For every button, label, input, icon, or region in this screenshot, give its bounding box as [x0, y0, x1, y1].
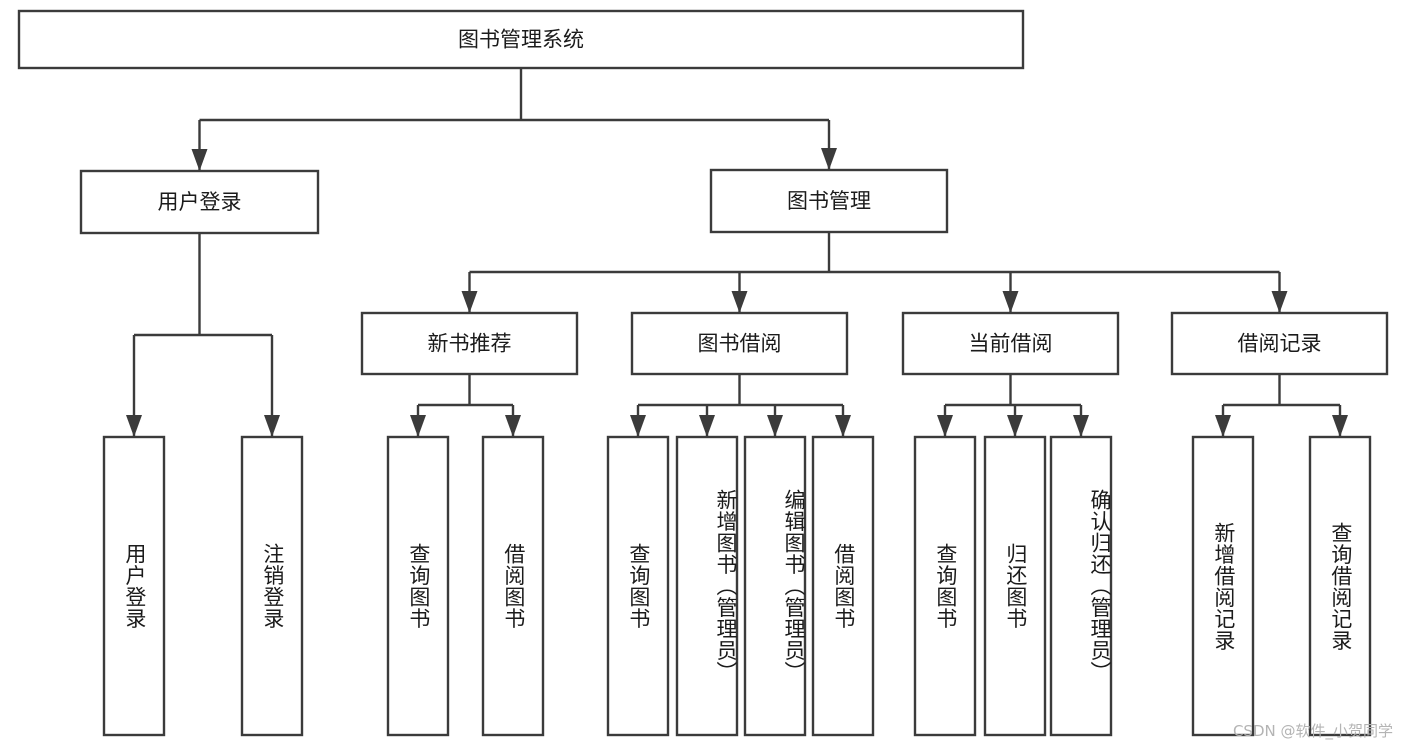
- node-user-logout-leaf[interactable]: 注销登录: [240, 435, 304, 737]
- node-label-cb-confirm: 确认归还（管理员）: [1088, 489, 1112, 683]
- arrow-head-icon: [410, 415, 426, 437]
- node-box-new-book-rec: [360, 311, 579, 376]
- node-label-wrap-user-login-leaf: 用户登录: [122, 543, 147, 629]
- arrow-head-icon: [1271, 291, 1288, 313]
- node-label-new-book-rec: 新书推荐: [428, 332, 512, 356]
- node-label-wrap-bb-edit: 编辑图书（管理员）: [782, 489, 806, 683]
- node-label-wrap-bb-query: 查询图书: [626, 543, 651, 629]
- node-box-book-management: [709, 168, 949, 234]
- node-label-user-login-leaf: 用户登录: [122, 543, 147, 629]
- node-label-borrow-record: 借阅记录: [1238, 332, 1322, 356]
- node-current-borrow[interactable]: 当前借阅: [901, 311, 1120, 376]
- node-br-query[interactable]: 查询借阅记录: [1308, 435, 1372, 737]
- node-box-nbr-borrow: [481, 435, 545, 737]
- node-label-br-add: 新增借阅记录: [1211, 521, 1236, 651]
- arrow-head-icon: [126, 415, 142, 437]
- node-label-wrap-nbr-borrow: 借阅图书: [501, 543, 526, 629]
- arrow-head-icon: [1007, 415, 1023, 437]
- node-label-wrap-br-query: 查询借阅记录: [1328, 521, 1353, 651]
- node-label-user-login: 用户登录: [158, 190, 242, 214]
- node-user-login[interactable]: 用户登录: [79, 169, 320, 235]
- arrow-head-icon: [699, 415, 715, 437]
- arrow-head-icon: [630, 415, 646, 437]
- node-box-cb-query: [913, 435, 977, 737]
- edges-layer: [126, 68, 1348, 437]
- node-br-add[interactable]: 新增借阅记录: [1191, 435, 1255, 737]
- node-label-bb-query: 查询图书: [626, 543, 651, 629]
- arrow-head-icon: [767, 415, 783, 437]
- node-label-nbr-borrow: 借阅图书: [501, 543, 526, 629]
- node-root[interactable]: 图书管理系统: [17, 9, 1025, 70]
- arrow-head-icon: [505, 415, 521, 437]
- node-label-wrap-cb-query: 查询图书: [933, 543, 958, 629]
- node-label-br-query: 查询借阅记录: [1328, 521, 1353, 651]
- arrow-head-icon: [1002, 291, 1019, 313]
- node-label-wrap-cb-return: 归还图书: [1003, 543, 1028, 629]
- node-label-wrap-bb-borrow: 借阅图书: [831, 543, 856, 629]
- node-label-bb-borrow: 借阅图书: [831, 543, 856, 629]
- arrow-head-icon: [1073, 415, 1089, 437]
- node-label-current-borrow: 当前借阅: [969, 332, 1053, 356]
- arrow-head-icon: [461, 291, 478, 313]
- node-book-management[interactable]: 图书管理: [709, 168, 949, 234]
- node-box-user-logout-leaf: [240, 435, 304, 737]
- node-bb-borrow[interactable]: 借阅图书: [811, 435, 875, 737]
- arrow-head-icon: [1215, 415, 1231, 437]
- node-cb-return[interactable]: 归还图书: [983, 435, 1047, 737]
- arrow-head-icon: [937, 415, 953, 437]
- node-box-nbr-query: [386, 435, 450, 737]
- node-label-user-logout-leaf: 注销登录: [260, 543, 285, 629]
- node-label-cb-return: 归还图书: [1003, 543, 1028, 629]
- node-book-borrow[interactable]: 图书借阅: [630, 311, 849, 376]
- node-new-book-rec[interactable]: 新书推荐: [360, 311, 579, 376]
- arrow-head-icon: [191, 149, 208, 171]
- node-cb-query[interactable]: 查询图书: [913, 435, 977, 737]
- arrow-head-icon: [1332, 415, 1348, 437]
- node-label-book-management: 图书管理: [787, 189, 871, 213]
- node-nbr-query[interactable]: 查询图书: [386, 435, 450, 737]
- node-box-br-query: [1308, 435, 1372, 737]
- node-box-bb-edit: [743, 435, 807, 737]
- node-box-root: [17, 9, 1025, 70]
- node-box-book-borrow: [630, 311, 849, 376]
- node-bb-query[interactable]: 查询图书: [606, 435, 670, 737]
- node-box-br-add: [1191, 435, 1255, 737]
- node-box-user-login: [79, 169, 320, 235]
- node-label-cb-query: 查询图书: [933, 543, 958, 629]
- arrow-head-icon: [821, 148, 837, 170]
- arrow-head-icon: [731, 291, 748, 313]
- node-box-cb-return: [983, 435, 1047, 737]
- arrow-head-icon: [264, 415, 280, 437]
- node-box-bb-query: [606, 435, 670, 737]
- node-box-user-login-leaf: [102, 435, 166, 737]
- arrow-head-icon: [835, 415, 851, 437]
- node-borrow-record[interactable]: 借阅记录: [1170, 311, 1389, 376]
- node-box-borrow-record: [1170, 311, 1389, 376]
- node-cb-confirm[interactable]: 确认归还（管理员）: [1049, 435, 1113, 737]
- node-nbr-borrow[interactable]: 借阅图书: [481, 435, 545, 737]
- node-bb-edit[interactable]: 编辑图书（管理员）: [743, 435, 807, 737]
- node-label-nbr-query: 查询图书: [406, 543, 431, 629]
- node-label-wrap-user-logout-leaf: 注销登录: [260, 543, 285, 629]
- node-label-bb-add: 新增图书（管理员）: [714, 489, 738, 683]
- node-label-wrap-bb-add: 新增图书（管理员）: [714, 489, 738, 683]
- nodes-layer: 图书管理系统用户登录图书管理新书推荐图书借阅当前借阅借阅记录用户登录注销登录查询…: [17, 9, 1389, 737]
- node-box-cb-confirm: [1049, 435, 1113, 737]
- node-label-bb-edit: 编辑图书（管理员）: [782, 489, 806, 683]
- node-box-current-borrow: [901, 311, 1120, 376]
- node-label-root: 图书管理系统: [458, 28, 584, 52]
- node-box-bb-add: [675, 435, 739, 737]
- node-label-wrap-br-add: 新增借阅记录: [1211, 521, 1236, 651]
- node-user-login-leaf[interactable]: 用户登录: [102, 435, 166, 737]
- node-label-book-borrow: 图书借阅: [698, 332, 782, 356]
- node-label-wrap-cb-confirm: 确认归还（管理员）: [1088, 489, 1112, 683]
- node-label-wrap-nbr-query: 查询图书: [406, 543, 431, 629]
- node-box-bb-borrow: [811, 435, 875, 737]
- node-bb-add[interactable]: 新增图书（管理员）: [675, 435, 739, 737]
